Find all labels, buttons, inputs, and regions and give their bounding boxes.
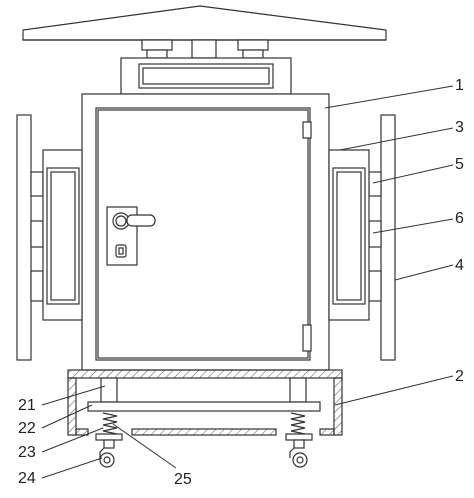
label-4: 4: [455, 257, 464, 274]
label-3: 3: [455, 119, 464, 136]
roof: [22, 5, 387, 41]
top-box: [120, 57, 292, 95]
base-frame: [67, 369, 343, 436]
callout-labels: 1 3 5 6 4 2 21 22 23 24 25: [18, 77, 464, 488]
label-21: 21: [18, 397, 36, 414]
right-side-panel: [328, 114, 396, 361]
left-side-panel: [16, 114, 83, 361]
wheels: [99, 447, 308, 468]
door-hinges: [302, 121, 312, 352]
springs: [102, 412, 306, 435]
leader-lines: [41, 85, 454, 479]
door-lock: [106, 206, 156, 266]
label-5: 5: [455, 156, 464, 173]
label-2: 2: [455, 368, 464, 385]
label-1: 1: [455, 77, 464, 94]
caster-mounts: [95, 433, 313, 449]
label-25: 25: [174, 471, 192, 488]
roof-supports: [141, 39, 269, 59]
inner-support: [87, 377, 321, 412]
label-24: 24: [18, 470, 36, 487]
label-23: 23: [18, 444, 36, 461]
label-22: 22: [18, 420, 36, 437]
label-6: 6: [455, 210, 464, 227]
